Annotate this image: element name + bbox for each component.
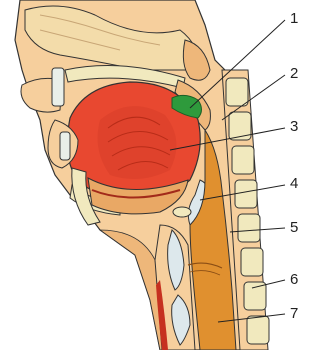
callout-3: 3 [290, 118, 298, 135]
callout-5: 5 [290, 219, 298, 236]
hyoid-bone [173, 207, 191, 217]
callout-labels: 1 2 3 4 5 6 7 [290, 10, 298, 322]
callout-2: 2 [290, 65, 298, 82]
callout-4: 4 [290, 175, 298, 192]
callout-7: 7 [290, 305, 298, 322]
callout-1: 1 [290, 10, 298, 27]
callout-6: 6 [290, 271, 298, 288]
